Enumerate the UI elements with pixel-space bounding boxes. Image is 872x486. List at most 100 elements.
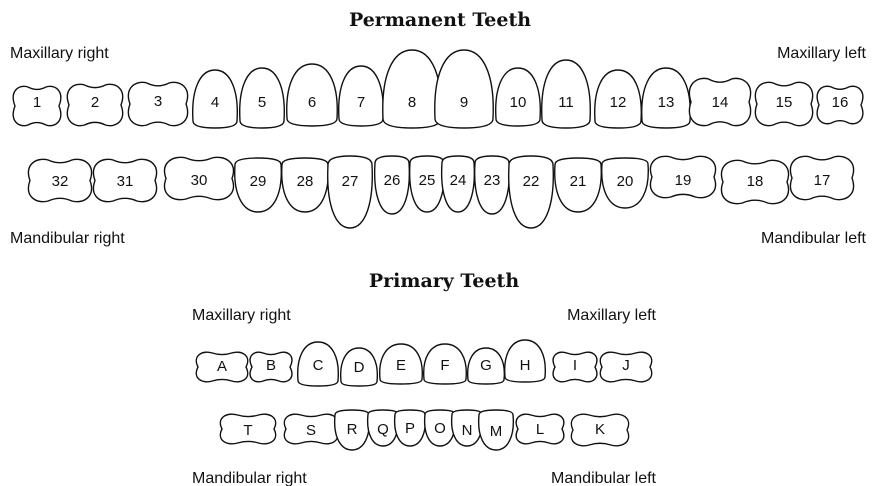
primary-tooth-F: F [424, 344, 467, 384]
permanent-tooth-6: 6 [287, 64, 338, 126]
primary-maxillary-right-label: Maxillary right [192, 307, 291, 324]
primary-tooth-H: H [505, 340, 546, 382]
permanent-tooth-label: 11 [558, 94, 574, 111]
permanent-tooth-label: 12 [610, 94, 627, 111]
permanent-mandibular-right-label: Mandibular right [10, 230, 125, 247]
primary-tooth-label: M [490, 423, 503, 440]
primary-tooth-label: H [520, 357, 531, 374]
primary-tooth-J: J [600, 352, 651, 382]
permanent-tooth-11: 11 [542, 60, 591, 128]
primary-tooth-label: Q [377, 421, 389, 438]
primary-tooth-B: B [250, 352, 292, 382]
permanent-tooth-label: 15 [776, 94, 793, 111]
permanent-tooth-label: 32 [52, 173, 69, 190]
permanent-tooth-1: 1 [13, 86, 61, 125]
permanent-tooth-label: 3 [154, 93, 162, 110]
primary-tooth-Q: Q [368, 410, 399, 446]
primary-tooth-label: G [480, 357, 492, 374]
permanent-tooth-label: 31 [117, 173, 134, 190]
permanent-tooth-outline [435, 50, 493, 128]
permanent-tooth-18: 18 [722, 160, 789, 203]
primary-mandibular-right-label: Mandibular right [192, 470, 307, 486]
primary-tooth-label: A [217, 358, 227, 375]
permanent-tooth-3: 3 [128, 82, 187, 125]
permanent-tooth-14: 14 [689, 78, 750, 125]
permanent-tooth-label: 14 [712, 94, 729, 111]
primary-tooth-A: A [196, 352, 247, 382]
permanent-tooth-label: 28 [297, 173, 314, 190]
permanent-tooth-9: 9 [435, 50, 493, 128]
permanent-tooth-label: 30 [191, 172, 208, 189]
permanent-tooth-31: 31 [93, 159, 156, 201]
permanent-tooth-19: 19 [651, 156, 716, 197]
primary-tooth-label: F [440, 357, 449, 374]
permanent-tooth-label: 20 [617, 173, 634, 190]
permanent-maxillary-left-label: Maxillary left [777, 45, 866, 62]
permanent-tooth-label: 7 [357, 94, 365, 111]
permanent-tooth-label: 26 [384, 172, 401, 189]
primary-tooth-T: T [220, 414, 275, 444]
permanent-tooth-23: 23 [475, 156, 510, 214]
primary-tooth-label: C [313, 357, 324, 374]
permanent-title: Permanent Teeth [349, 9, 531, 31]
primary-upper-arch: A B C D E F G H I J [196, 340, 651, 386]
primary-tooth-label: J [622, 357, 630, 374]
permanent-tooth-label: 6 [308, 94, 316, 111]
permanent-upper-arch: 12345678910111213141516 [13, 50, 863, 128]
permanent-tooth-label: 24 [450, 172, 467, 189]
permanent-tooth-label: 22 [523, 173, 540, 190]
primary-tooth-K: K [571, 414, 628, 446]
permanent-maxillary-right-label: Maxillary right [10, 45, 109, 62]
permanent-tooth-21: 21 [555, 158, 602, 212]
permanent-tooth-label: 5 [258, 94, 266, 111]
permanent-tooth-27: 27 [328, 156, 373, 228]
primary-tooth-R: R [335, 410, 370, 450]
permanent-tooth-28: 28 [282, 158, 329, 212]
permanent-tooth-outline [509, 156, 554, 228]
primary-tooth-label: N [462, 422, 473, 439]
permanent-tooth-label: 17 [814, 172, 831, 189]
permanent-tooth-label: 8 [408, 94, 416, 111]
permanent-tooth-7: 7 [339, 66, 384, 126]
primary-tooth-P: P [395, 410, 426, 446]
permanent-tooth-label: 21 [570, 173, 587, 190]
primary-tooth-label: O [434, 420, 446, 437]
permanent-tooth-2: 2 [67, 84, 122, 125]
permanent-tooth-8: 8 [383, 50, 441, 128]
permanent-tooth-20: 20 [602, 158, 649, 208]
primary-tooth-label: P [405, 420, 415, 437]
primary-tooth-S: S [284, 414, 337, 444]
permanent-tooth-26: 26 [375, 156, 410, 214]
permanent-tooth-5: 5 [240, 68, 285, 128]
permanent-mandibular-left-label: Mandibular left [761, 230, 867, 247]
permanent-tooth-15: 15 [755, 82, 812, 125]
primary-tooth-label: T [243, 422, 252, 439]
permanent-tooth-12: 12 [595, 70, 642, 128]
permanent-tooth-17: 17 [790, 156, 853, 199]
primary-tooth-D: D [341, 348, 378, 386]
permanent-tooth-label: 19 [675, 172, 692, 189]
primary-tooth-label: I [573, 357, 577, 374]
permanent-tooth-22: 22 [509, 156, 554, 228]
permanent-tooth-32: 32 [28, 159, 91, 201]
permanent-tooth-label: 10 [510, 94, 527, 111]
primary-tooth-I: I [553, 352, 597, 382]
permanent-tooth-label: 25 [419, 172, 436, 189]
permanent-tooth-outline [328, 156, 373, 228]
primary-tooth-label: E [396, 357, 406, 374]
permanent-tooth-24: 24 [442, 156, 475, 212]
permanent-tooth-label: 27 [342, 173, 359, 190]
primary-tooth-label: S [306, 422, 316, 439]
primary-tooth-label: K [595, 421, 605, 438]
primary-tooth-label: L [536, 421, 544, 438]
permanent-tooth-label: 29 [250, 173, 267, 190]
primary-mandibular-left-label: Mandibular left [551, 470, 657, 486]
permanent-tooth-25: 25 [410, 156, 445, 212]
permanent-tooth-label: 18 [747, 173, 764, 190]
primary-tooth-label: D [354, 359, 365, 376]
permanent-tooth-label: 23 [484, 172, 501, 189]
permanent-tooth-4: 4 [193, 70, 238, 128]
primary-tooth-G: G [468, 348, 505, 384]
